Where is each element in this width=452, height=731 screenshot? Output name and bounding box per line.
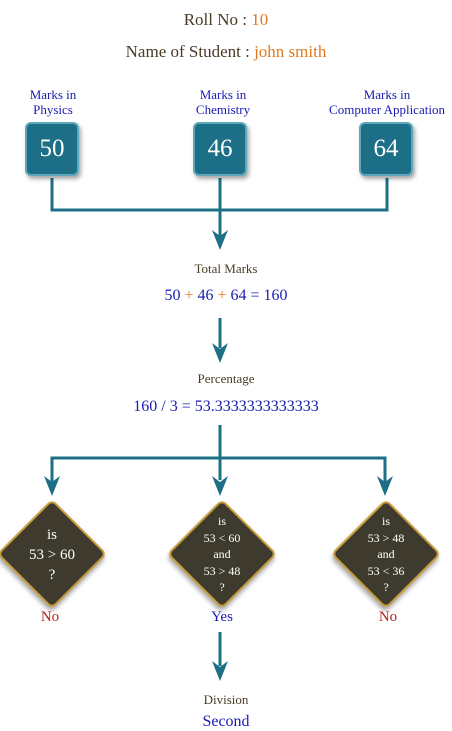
roll-value: 10 bbox=[251, 10, 269, 29]
student-name: Name of Student : john smith bbox=[0, 42, 452, 62]
marks-box-physics: 50 bbox=[25, 122, 79, 176]
marks-box-computer: 64 bbox=[359, 122, 413, 176]
arrow-down-icon bbox=[212, 230, 228, 250]
arrow-down-icon bbox=[212, 661, 228, 681]
arrow-down-icon bbox=[212, 343, 228, 363]
arrow-down-icon bbox=[377, 476, 393, 496]
roll-label: Roll No : bbox=[183, 10, 252, 29]
condition-answer-2: Yes bbox=[211, 609, 233, 625]
division-value: Second bbox=[202, 713, 250, 730]
division-caption: Division bbox=[203, 692, 249, 707]
name-value: john smith bbox=[254, 42, 327, 61]
arrow-down-icon bbox=[44, 476, 60, 496]
subject-label-physics: Marks in Physics bbox=[29, 87, 77, 117]
marks-box-chemistry: 46 bbox=[193, 122, 247, 176]
total-equation: 50 + 46 + 64 = 160 bbox=[164, 287, 288, 304]
roll-number: Roll No : 10 bbox=[0, 10, 452, 30]
percentage-equation: 160 / 3 = 53.3333333333333 bbox=[133, 398, 319, 415]
name-label: Name of Student : bbox=[125, 42, 255, 61]
percentage-caption: Percentage bbox=[197, 371, 255, 386]
condition-answer-1: No bbox=[40, 609, 60, 625]
condition-text-3: is 53 > 48 and 53 < 36 ? bbox=[367, 514, 405, 594]
arrow-down-icon bbox=[212, 476, 228, 496]
subject-label-computer: Marks in Computer Application bbox=[329, 87, 445, 117]
condition-text-2: is 53 < 60 and 53 > 48 ? bbox=[203, 514, 241, 594]
total-marks-caption: Total Marks bbox=[194, 261, 258, 276]
condition-text-1: is 53 > 60 ? bbox=[29, 527, 75, 583]
subject-label-chemistry: Marks in Chemistry bbox=[195, 87, 251, 117]
condition-answer-3: No bbox=[378, 609, 398, 625]
